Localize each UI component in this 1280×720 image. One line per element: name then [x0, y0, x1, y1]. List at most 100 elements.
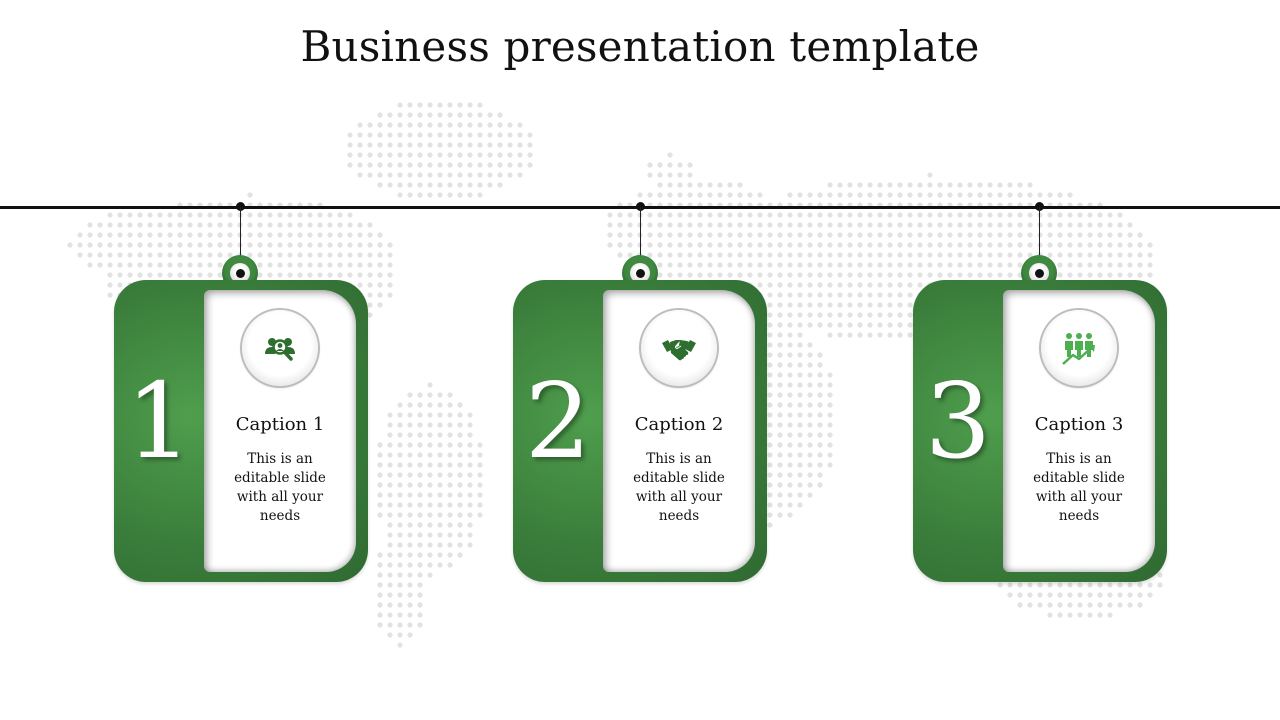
map-dot — [487, 162, 493, 168]
map-dot — [367, 292, 373, 298]
map-dot — [457, 542, 463, 548]
map-dot — [707, 222, 713, 228]
map-dot — [1117, 232, 1123, 238]
step-card-2[interactable]: 2 Caption 2 This is an editable slide wi… — [513, 280, 767, 582]
map-dot — [897, 302, 903, 308]
map-dot — [437, 562, 443, 568]
map-dot — [467, 192, 473, 198]
map-dot — [247, 232, 253, 238]
step-caption[interactable]: Caption 2 — [634, 414, 724, 435]
map-dot — [817, 282, 823, 288]
map-dot — [877, 252, 883, 258]
map-dot — [397, 182, 403, 188]
map-dot — [767, 302, 773, 308]
map-dot — [777, 352, 783, 358]
map-dot — [147, 272, 153, 278]
map-dot — [767, 292, 773, 298]
map-dot — [407, 182, 413, 188]
map-dot — [807, 292, 813, 298]
map-dot — [437, 482, 443, 488]
map-dot — [977, 272, 983, 278]
step-card-1[interactable]: 1 Caption 1 This is an editable slide wi… — [114, 280, 368, 582]
map-dot — [447, 112, 453, 118]
map-dot — [897, 192, 903, 198]
map-dot — [387, 482, 393, 488]
map-dot — [397, 412, 403, 418]
map-dot — [797, 502, 803, 508]
map-dot — [467, 442, 473, 448]
map-dot — [817, 192, 823, 198]
map-dot — [1027, 222, 1033, 228]
map-dot — [917, 212, 923, 218]
map-dot — [917, 182, 923, 188]
map-dot — [857, 242, 863, 248]
map-dot — [767, 232, 773, 238]
map-dot — [437, 452, 443, 458]
map-dot — [377, 292, 383, 298]
map-dot — [407, 572, 413, 578]
map-dot — [787, 252, 793, 258]
step-description[interactable]: This is an editable slide with all your … — [633, 451, 725, 524]
slide-title[interactable]: Business presentation template — [300, 22, 980, 71]
map-dot — [187, 262, 193, 268]
map-dot — [807, 312, 813, 318]
map-dot — [167, 222, 173, 228]
map-dot — [1037, 602, 1043, 608]
map-dot — [797, 402, 803, 408]
map-dot — [237, 242, 243, 248]
map-dot — [337, 252, 343, 258]
map-dot — [977, 262, 983, 268]
map-dot — [167, 252, 173, 258]
map-dot — [1087, 272, 1093, 278]
map-dot — [727, 222, 733, 228]
map-dot — [777, 482, 783, 488]
map-dot — [727, 272, 733, 278]
map-dot — [427, 122, 433, 128]
map-dot — [1137, 602, 1143, 608]
map-dot — [677, 262, 683, 268]
map-dot — [337, 232, 343, 238]
map-dot — [367, 272, 373, 278]
map-dot — [167, 212, 173, 218]
step-caption[interactable]: Caption 1 — [235, 414, 325, 435]
step-caption[interactable]: Caption 3 — [1034, 414, 1124, 435]
map-dot — [137, 242, 143, 248]
map-dot — [1087, 602, 1093, 608]
map-dot — [767, 272, 773, 278]
map-dot — [827, 182, 833, 188]
map-dot — [117, 282, 123, 288]
map-dot — [437, 152, 443, 158]
map-dot — [407, 472, 413, 478]
map-dot — [927, 192, 933, 198]
map-dot — [447, 152, 453, 158]
map-dot — [817, 412, 823, 418]
map-dot — [1147, 262, 1153, 268]
map-dot — [767, 312, 773, 318]
map-dot — [697, 252, 703, 258]
map-dot — [1017, 222, 1023, 228]
map-dot — [807, 362, 813, 368]
map-dot — [507, 132, 513, 138]
map-dot — [317, 232, 323, 238]
map-dot — [827, 312, 833, 318]
map-dot — [657, 182, 663, 188]
step-description[interactable]: This is an editable slide with all your … — [234, 451, 326, 524]
map-dot — [1107, 222, 1113, 228]
map-dot — [787, 362, 793, 368]
map-dot — [707, 252, 713, 258]
map-dot — [407, 172, 413, 178]
map-dot — [777, 442, 783, 448]
map-dot — [807, 282, 813, 288]
map-dot — [777, 402, 783, 408]
map-dot — [447, 532, 453, 538]
map-dot — [337, 262, 343, 268]
step-card-3[interactable]: 3 Caption 3 This is an editable slide wi… — [913, 280, 1167, 582]
step-description[interactable]: This is an editable slide with all your … — [1033, 451, 1125, 524]
map-dot — [257, 232, 263, 238]
map-dot — [407, 542, 413, 548]
map-dot — [897, 232, 903, 238]
map-dot — [807, 352, 813, 358]
map-dot — [487, 122, 493, 128]
map-dot — [1037, 232, 1043, 238]
